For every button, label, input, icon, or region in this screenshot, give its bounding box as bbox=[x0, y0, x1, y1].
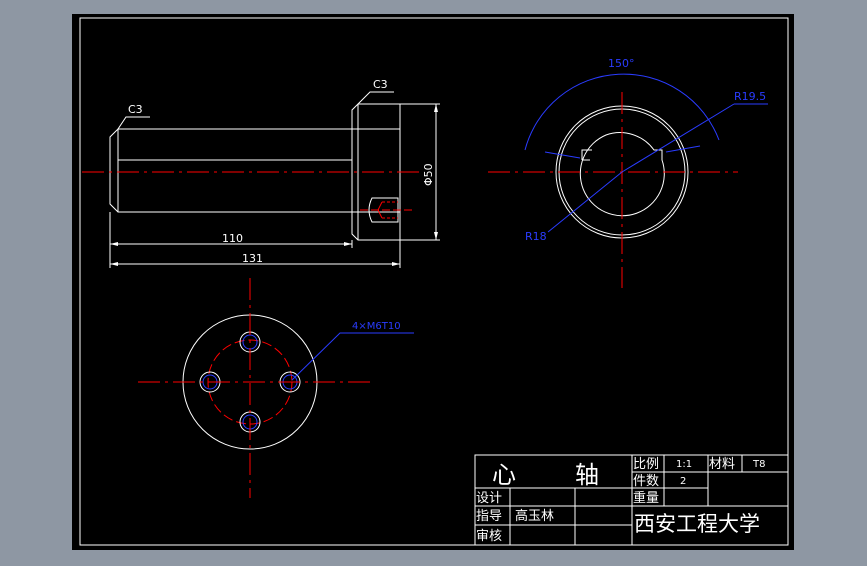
dim-131-label: 131 bbox=[242, 252, 263, 265]
quantity-value: 2 bbox=[680, 476, 686, 487]
angle-label: 150° bbox=[608, 57, 635, 70]
side-dimensions bbox=[109, 103, 440, 268]
radius-outer-label: R19.5 bbox=[734, 90, 766, 103]
angle-dimension bbox=[524, 73, 768, 233]
quantity-label: 件数 bbox=[633, 474, 659, 489]
design-label: 设计 bbox=[476, 491, 502, 506]
part-name-char2: 轴 bbox=[575, 461, 599, 489]
review-label: 审核 bbox=[476, 529, 502, 544]
dim-110-label: 110 bbox=[222, 232, 243, 245]
chamfer-leaders bbox=[117, 91, 394, 130]
part-name-char1: 心 bbox=[492, 461, 516, 489]
guide-name: 高玉林 bbox=[515, 508, 554, 524]
drawing-border bbox=[79, 17, 789, 546]
weight-label: 重量 bbox=[633, 490, 659, 506]
dimension-arrows bbox=[110, 104, 438, 266]
title-block bbox=[474, 454, 789, 546]
guide-label: 指导 bbox=[476, 509, 502, 524]
material-label: 材料 bbox=[709, 457, 735, 472]
radius-inner-label: R18 bbox=[525, 230, 547, 243]
material-value: T8 bbox=[752, 459, 765, 470]
side-view bbox=[109, 103, 401, 241]
chamfer-left-label: C3 bbox=[128, 103, 143, 116]
chamfer-right-label: C3 bbox=[373, 78, 388, 91]
sheet-background bbox=[72, 14, 794, 550]
scale-value: 1:1 bbox=[676, 459, 692, 470]
holes-note-label: 4×M6T10 bbox=[352, 321, 401, 332]
school-name: 西安工程大学 bbox=[634, 512, 760, 536]
holes-leader bbox=[291, 332, 414, 381]
dim-dia-label: Φ50 bbox=[422, 163, 435, 186]
scale-label: 比例 bbox=[633, 457, 659, 472]
